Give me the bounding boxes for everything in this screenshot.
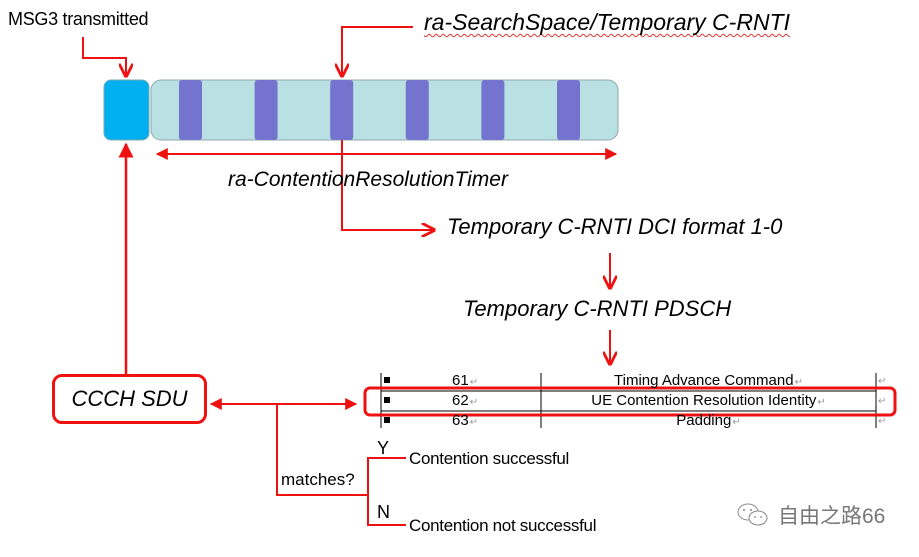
pdcch-occasions	[179, 80, 580, 140]
lcid-index-value: 63	[452, 412, 469, 429]
lcid-name: Padding↵	[676, 412, 741, 429]
no-branch-line	[367, 495, 406, 526]
lcid-name: Timing Advance Command↵	[614, 372, 803, 389]
search-space-arrow	[342, 26, 413, 76]
highlight-box	[363, 386, 897, 417]
lcid-index-value: 62	[452, 392, 469, 409]
decision-label: matches?	[281, 470, 355, 489]
ccch-sdu-box: CCCH SDU	[52, 374, 207, 424]
msg3-label: MSG3 transmitted	[8, 9, 149, 29]
pdsch-label: Temporary C-RNTI PDSCH	[463, 296, 732, 321]
no-label: N	[377, 502, 390, 522]
lcid-name-value: Timing Advance Command	[614, 372, 794, 389]
row-bullet	[384, 417, 390, 423]
pdcch-occasion	[330, 80, 354, 140]
decision-line	[276, 404, 368, 496]
contention-timer-window	[150, 79, 619, 141]
pdcch-occasion	[405, 80, 429, 140]
lcid-index: 62↵	[452, 392, 479, 409]
ccch-sdu-label: CCCH SDU	[71, 386, 188, 411]
yes-branch-line	[367, 457, 406, 495]
lcid-name: UE Contention Resolution Identity↵	[591, 392, 826, 409]
timer-label: ra-ContentionResolutionTimer	[228, 168, 508, 191]
success-label: Contention successful	[409, 449, 570, 468]
lcid-name-value: UE Contention Resolution Identity	[591, 392, 817, 409]
row-end-mark: ↵	[878, 416, 887, 427]
lcid-index-value: 61	[452, 372, 469, 389]
row-bullet	[384, 397, 390, 403]
lcid-index: 63↵	[452, 412, 479, 429]
pdcch-occasion	[557, 80, 580, 140]
row-end-mark: ↵	[878, 396, 887, 407]
msg3-arrow	[82, 37, 126, 76]
pdcch-occasion	[179, 80, 202, 140]
lcid-name-value: Padding	[676, 412, 732, 429]
pdcch-occasion	[481, 80, 505, 140]
dci-label: Temporary C-RNTI DCI format 1-0	[447, 214, 783, 239]
row-end-mark: ↵	[878, 376, 887, 387]
dci-arrow	[341, 140, 434, 230]
row-bullet	[384, 377, 390, 383]
fail-label: Contention not successful	[409, 516, 597, 535]
watermark: 自由之路66	[736, 500, 885, 530]
msg3-block	[103, 79, 150, 141]
lcid-index: 61↵	[452, 372, 479, 389]
yes-label: Y	[377, 438, 390, 458]
pdcch-occasion	[254, 80, 278, 140]
search-space-label: ra-SearchSpace/Temporary C-RNTI	[424, 9, 790, 35]
wechat-icon	[737, 503, 768, 526]
watermark-text: 自由之路66	[778, 505, 886, 528]
